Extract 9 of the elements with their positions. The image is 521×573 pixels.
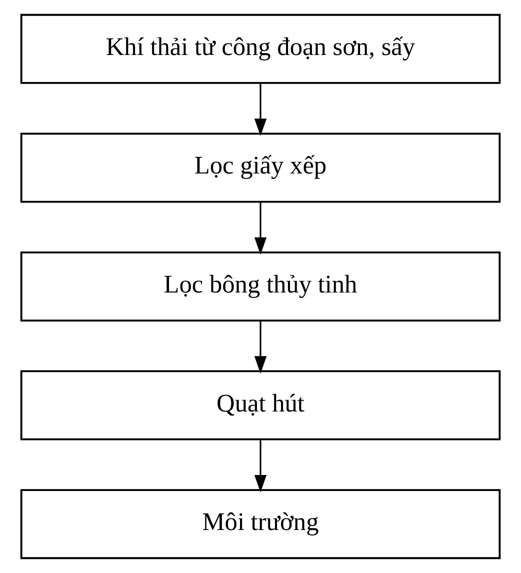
node-box: Lọc giấy xếp	[20, 132, 501, 203]
node-box: Khí thải từ công đoạn sơn, sấy	[20, 14, 501, 84]
arrow	[254, 320, 267, 374]
arrow	[254, 83, 267, 136]
node-box: Quạt hút	[20, 370, 501, 440]
node-box: Môi trường	[20, 489, 501, 560]
node-box: Lọc bông thủy tinh	[20, 252, 501, 322]
arrow	[254, 202, 267, 255]
arrow	[254, 440, 267, 492]
